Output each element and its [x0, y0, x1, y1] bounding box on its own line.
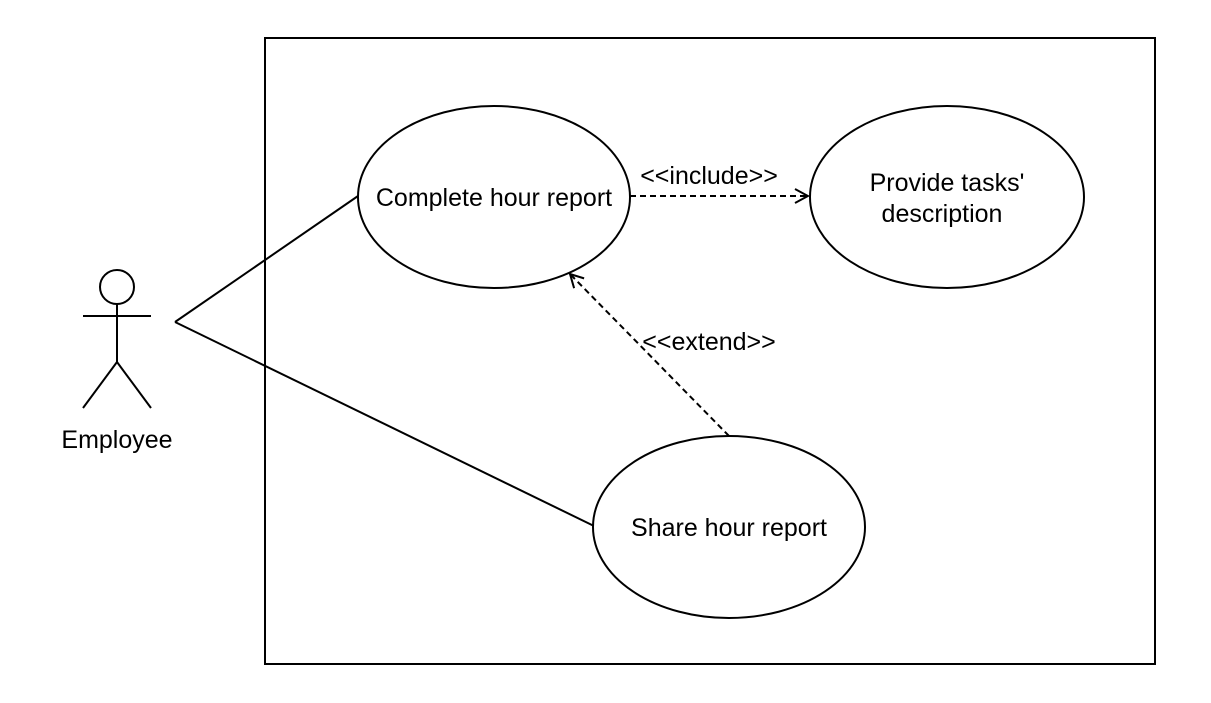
use-case-provide-tasks-description[interactable]: [809, 105, 1085, 289]
extend-label: <<extend>>: [642, 328, 775, 356]
association-share-hour-report: [174, 321, 595, 527]
actor-head: [99, 269, 135, 305]
use-case-complete-hour-report[interactable]: [357, 105, 631, 289]
actor-right-leg: [116, 361, 152, 409]
actor-employee[interactable]: [82, 269, 152, 409]
use-case-share-hour-report[interactable]: [592, 435, 866, 619]
use-case-label-provide-tasks-line1: Provide tasks': [870, 169, 1025, 197]
actor-label: Employee: [61, 426, 172, 454]
association-complete-hour-report: [174, 195, 359, 323]
system-boundary: [264, 37, 1156, 665]
include-label: <<include>>: [640, 162, 778, 190]
use-case-label-complete-hour-report: Complete hour report: [376, 184, 612, 212]
extend-arrow: [570, 274, 730, 437]
actor-left-leg: [82, 361, 118, 409]
use-case-label-provide-tasks-line2: description: [882, 200, 1003, 228]
use-case-label-share-hour-report: Share hour report: [631, 514, 827, 542]
